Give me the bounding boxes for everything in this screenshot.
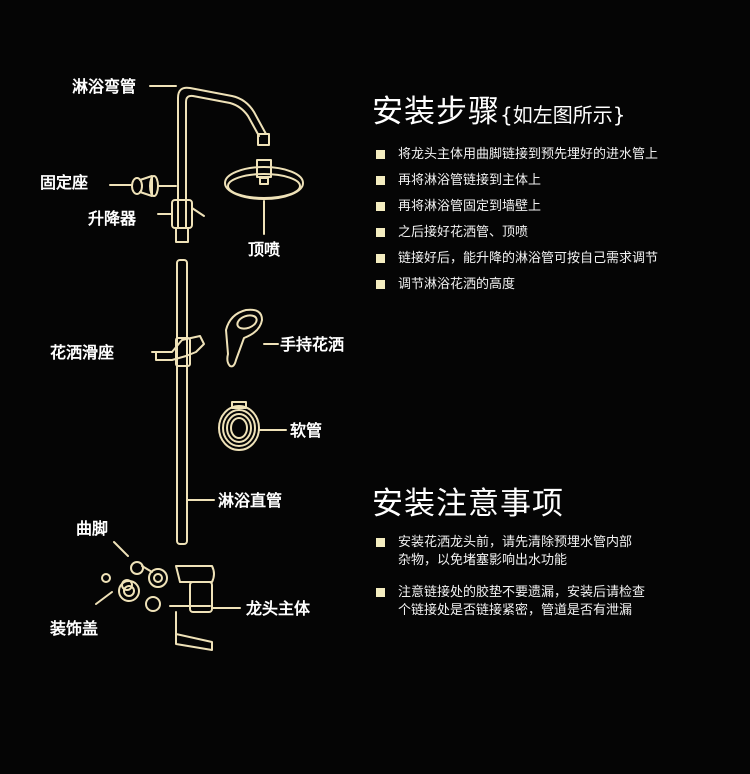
label-elbow: 曲脚	[76, 519, 109, 538]
list-item: 链接好后，能升降的淋浴管可按自己需求调节	[376, 250, 736, 268]
mount-part	[109, 175, 177, 197]
label-mount: 固定座	[40, 173, 89, 192]
bullet-icon	[376, 228, 385, 237]
step-text: 再将淋浴管链接到主体上	[398, 173, 542, 188]
label-shower-arm: 淋浴弯管	[72, 77, 137, 96]
list-item: 之后接好花洒管、顶喷	[376, 224, 736, 242]
leader-lines	[149, 85, 177, 353]
label-slide-seat: 花洒滑座	[50, 343, 115, 362]
shower-arm-pipe	[177, 86, 270, 229]
bullet-icon	[376, 280, 385, 289]
list-item: 将龙头主体用曲脚链接到预先埋好的进水管上	[376, 146, 736, 164]
note-line-2: 个链接处是否链接紧密，管道是否有泄漏	[398, 603, 633, 618]
list-item: 再将淋浴管链接到主体上	[376, 172, 736, 190]
note-line-1: 注意链接处的胶垫不要遗漏，安装后请检查	[398, 585, 646, 600]
notes-title: 安装注意事项	[372, 486, 564, 522]
faucet-assembly	[95, 541, 241, 651]
straight-pipe-part	[176, 259, 215, 545]
label-lifter: 升降器	[88, 209, 137, 228]
note-line-2: 杂物，以免堵塞影响出水功能	[398, 553, 568, 568]
list-item: 再将淋浴管固定到墙壁上	[376, 198, 736, 216]
step-text: 再将淋浴管固定到墙壁上	[398, 199, 542, 214]
label-straight-pipe: 淋浴直管	[218, 491, 283, 510]
bullet-icon	[376, 202, 385, 211]
label-hose: 软管	[290, 421, 323, 440]
notes-list: 安装花洒龙头前，请先清除预埋水管内部杂物，以免堵塞影响出水功能 注意链接处的胶垫…	[376, 534, 736, 620]
step-text: 将龙头主体用曲脚链接到预先埋好的进水管上	[398, 147, 659, 162]
lifter-part	[157, 199, 205, 243]
list-item: 安装花洒龙头前，请先清除预埋水管内部杂物，以免堵塞影响出水功能	[376, 534, 736, 570]
list-item: 调节淋浴花洒的高度	[376, 276, 736, 294]
slide-seat-part	[155, 335, 205, 367]
step-text: 调节淋浴花洒的高度	[398, 277, 516, 292]
install-title: 安装步骤{如左图所示}	[372, 92, 625, 135]
bullet-icon	[376, 150, 385, 159]
top-shower-part	[224, 159, 304, 235]
bullet-icon	[376, 538, 385, 547]
hand-shower-part	[225, 308, 279, 368]
bullet-icon	[376, 588, 385, 597]
label-cover: 装饰盖	[50, 619, 99, 638]
label-hand-shower: 手持花洒	[280, 335, 345, 354]
note-line-1: 安装花洒龙头前，请先清除预埋水管内部	[398, 535, 633, 550]
label-faucet-body: 龙头主体	[246, 599, 311, 618]
install-subtitle: {如左图所示}	[500, 103, 626, 127]
step-text: 之后接好花洒管、顶喷	[398, 225, 529, 240]
list-item: 注意链接处的胶垫不要遗漏，安装后请检查个链接处是否链接紧密，管道是否有泄漏	[376, 584, 736, 620]
label-top-shower: 顶喷	[248, 240, 281, 259]
install-steps-list: 将龙头主体用曲脚链接到预先埋好的进水管上 再将淋浴管链接到主体上 再将淋浴管固定…	[376, 146, 736, 294]
bullet-icon	[376, 176, 385, 185]
hose-part	[218, 401, 287, 451]
bullet-icon	[376, 254, 385, 263]
install-title-text: 安装步骤	[372, 94, 500, 130]
step-text: 链接好后，能升降的淋浴管可按自己需求调节	[398, 251, 659, 266]
